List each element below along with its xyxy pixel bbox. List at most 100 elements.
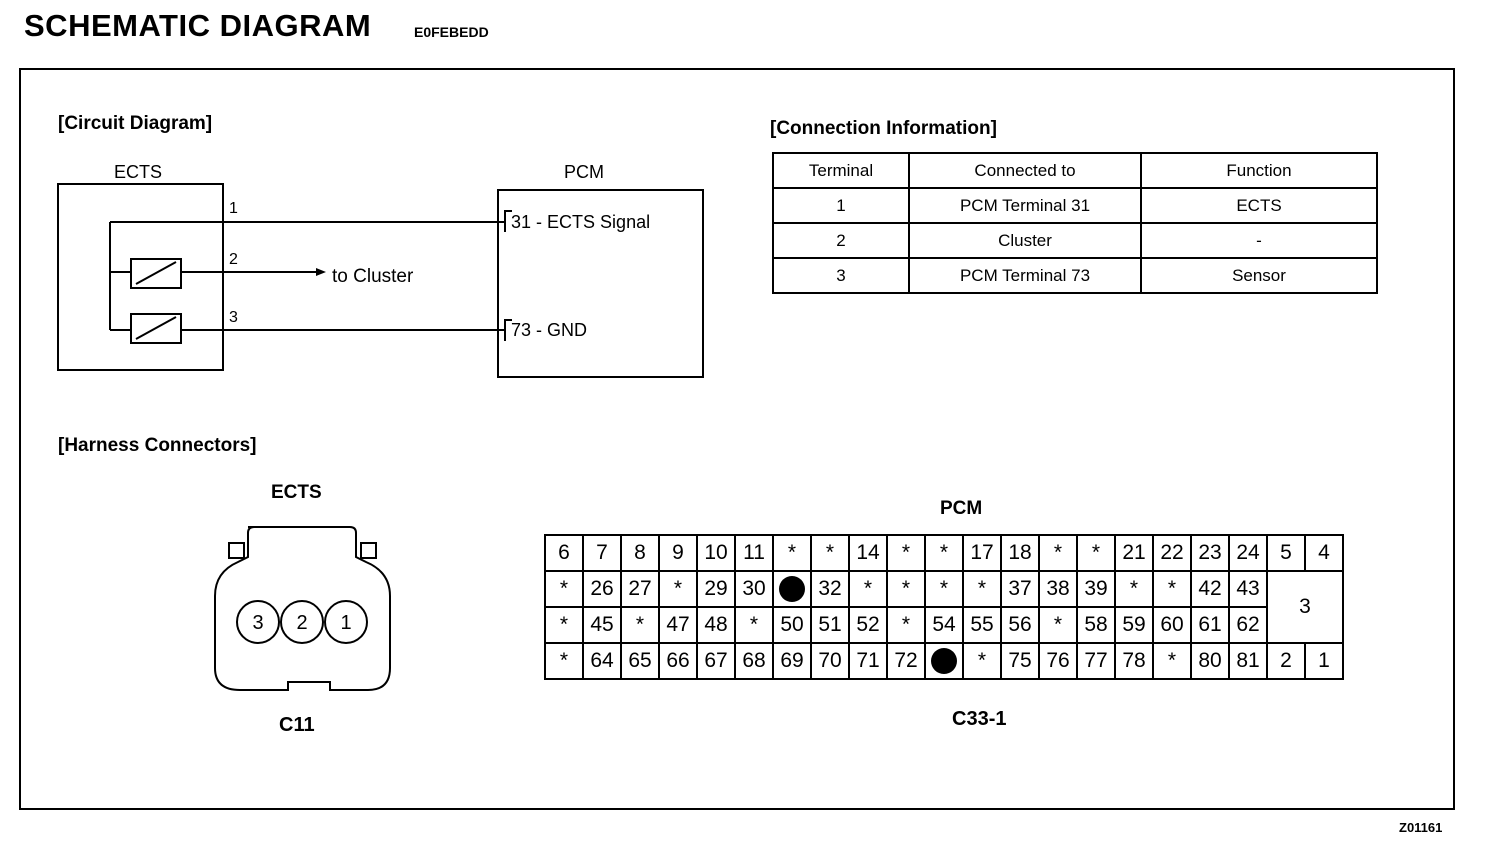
cell: 3 [772,257,910,294]
harness-section-title: [Harness Connectors] [58,435,257,456]
cell: 2 [772,222,910,259]
header-connected-to: Connected to [908,152,1142,189]
plugged-pin-icon [779,576,805,602]
ects-connector-label: ECTS [271,482,322,503]
pcm-pin-cell: 3 [1266,570,1344,644]
c11-connector-id: C11 [279,714,315,736]
table-row: 1 PCM Terminal 31 ECTS [772,187,1378,224]
pcm-pin-cell: 54 [924,606,964,644]
c11-pin-1 [324,600,368,644]
pcm-pin-cell: 5 [1266,534,1306,572]
pcm-pin-cell: 66 [658,642,698,680]
pcm-pin-cell: 32 [810,570,850,608]
pcm-pin-cell: 26 [582,570,622,608]
document-code: E0FEBEDD [414,24,489,40]
arrow-icon [316,268,326,276]
pcm-pin-cell: 17 [962,534,1002,572]
pcm-pin-cell: 64 [582,642,622,680]
circuit-section-title: [Circuit Diagram] [58,113,213,134]
plugged-pin-icon [931,648,957,674]
pcm-pin-cell: 38 [1038,570,1078,608]
pcm-pin-cell: 45 [582,606,622,644]
pcm-pin-cell: 72 [886,642,926,680]
pcm-pin-cell: * [886,606,926,644]
pcm-pin-cell: 68 [734,642,774,680]
pcm-pin-31-number: 31 [511,212,532,232]
pcm-pin-cell: 18 [1000,534,1040,572]
pcm-pin-cell: * [848,570,888,608]
header-function: Function [1140,152,1378,189]
pcm-pin-cell: 24 [1228,534,1268,572]
pcm-pin-cell: 29 [696,570,736,608]
figure-code: Z01161 [1399,820,1443,835]
cell: PCM Terminal 31 [908,187,1142,224]
pcm-pin-cell: * [924,570,964,608]
connection-table: Terminal Connected to Function 1 PCM Ter… [772,152,1378,294]
cell: ECTS [1140,187,1378,224]
pcm-pin-cell: * [1114,570,1154,608]
c11-pin-1-label: 1 [340,612,351,634]
pcm-pin-cell: * [1152,642,1192,680]
pcm-pin-cell: * [734,606,774,644]
pcm-pin-cell: 70 [810,642,850,680]
ects-label: ECTS [114,162,163,182]
pcm-pin-cell: * [1038,606,1078,644]
ects-pin-3-label: 3 [229,309,238,326]
pcm-pin-cell: 6 [544,534,584,572]
pcm-pin-cell: 30 [734,570,774,608]
pcm-pin-cell: * [886,570,926,608]
pcm-pin-cell: 2 [1266,642,1306,680]
page-title: SCHEMATIC DIAGRAM [24,8,372,43]
pcm-pin-cell: * [924,534,964,572]
pcm-pin-31-text: - ECTS Signal [536,212,651,232]
cell: Cluster [908,222,1142,259]
pcm-pin-cell: * [544,642,584,680]
pcm-pin-cell: * [544,606,584,644]
pcm-pin-cell: * [962,570,1002,608]
pcm-pin-cell: 52 [848,606,888,644]
pcm-pin-cell: 48 [696,606,736,644]
ects-box [57,183,224,371]
sensor-element-2 [130,313,182,344]
table-row: 3 PCM Terminal 73 Sensor [772,257,1378,294]
pcm-pin-cell: 11 [734,534,774,572]
pcm-pin-cell: 39 [1076,570,1116,608]
cell: Sensor [1140,257,1378,294]
pcm-label: PCM [564,162,604,182]
pcm-pin-cell [772,570,812,608]
pcm-connector-label: PCM [940,498,983,519]
pcm-pin-cell: 14 [848,534,888,572]
pcm-pin-73: 73 - GND [511,320,587,341]
pcm-pin-cell: * [1152,570,1192,608]
pcm-pin-cell: 50 [772,606,812,644]
pcm-pin-cell: 75 [1000,642,1040,680]
pcm-pin-cell: 51 [810,606,850,644]
pcm-pin-cell: 4 [1304,534,1344,572]
pcm-pin-cell: 77 [1076,642,1116,680]
pcm-pin-cell: * [620,606,660,644]
pcm-pin-cell: 47 [658,606,698,644]
pcm-pin-cell: * [1038,534,1078,572]
pcm-pin-cell: 81 [1228,642,1268,680]
pcm-pin-cell: 59 [1114,606,1154,644]
pcm-pin-cell: 76 [1038,642,1078,680]
pcm-pin-cell: * [886,534,926,572]
pcm-pin-73-text: - GND [536,320,588,340]
ects-pin-1-label: 1 [229,200,238,217]
pcm-pin-cell: 21 [1114,534,1154,572]
pcm-pin-cell: 71 [848,642,888,680]
pcm-pin-cell: 9 [658,534,698,572]
to-cluster-label: to Cluster [332,266,414,287]
pcm-pin-cell: 62 [1228,606,1268,644]
pcm-pin-cell: 65 [620,642,660,680]
pcm-pin-cell [924,642,964,680]
header-terminal: Terminal [772,152,910,189]
pcm-pin-73-number: 73 [511,320,532,340]
cell: - [1140,222,1378,259]
